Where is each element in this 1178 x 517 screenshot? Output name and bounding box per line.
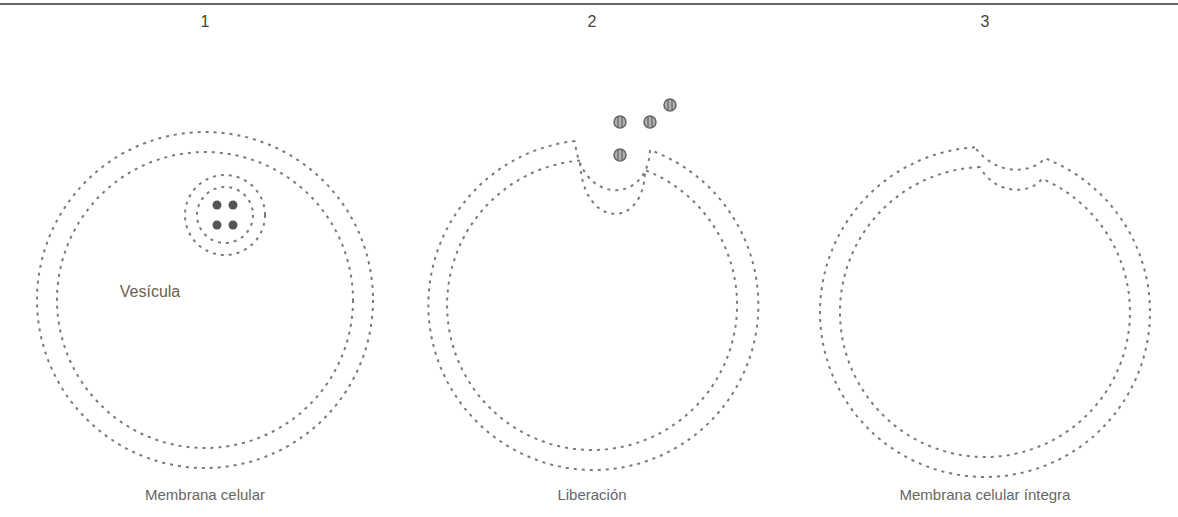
vesicle-label: Vesícula	[120, 282, 180, 301]
caption: Liberación	[557, 486, 626, 504]
vesicle-inner	[197, 187, 253, 243]
caption: Membrana celular	[145, 486, 265, 504]
intact-membrane-inner	[840, 167, 1130, 457]
cell-membrane-outer	[37, 132, 373, 468]
panel-number: 1	[201, 12, 210, 31]
vesicle-contents	[213, 201, 238, 230]
top-rule	[0, 3, 1178, 5]
membranes	[37, 132, 1150, 477]
open-membrane-outer	[428, 141, 758, 470]
open-membrane-inner	[447, 161, 737, 450]
cell-membrane-inner	[57, 152, 353, 448]
intact-membrane-outer	[820, 147, 1150, 477]
particle-stripes	[618, 100, 672, 160]
vesicle-outer	[185, 175, 265, 255]
panel-number: 3	[981, 12, 990, 31]
released-particles	[614, 99, 676, 161]
caption: Membrana celular íntegra	[900, 486, 1071, 504]
panel-number: 2	[588, 12, 597, 31]
